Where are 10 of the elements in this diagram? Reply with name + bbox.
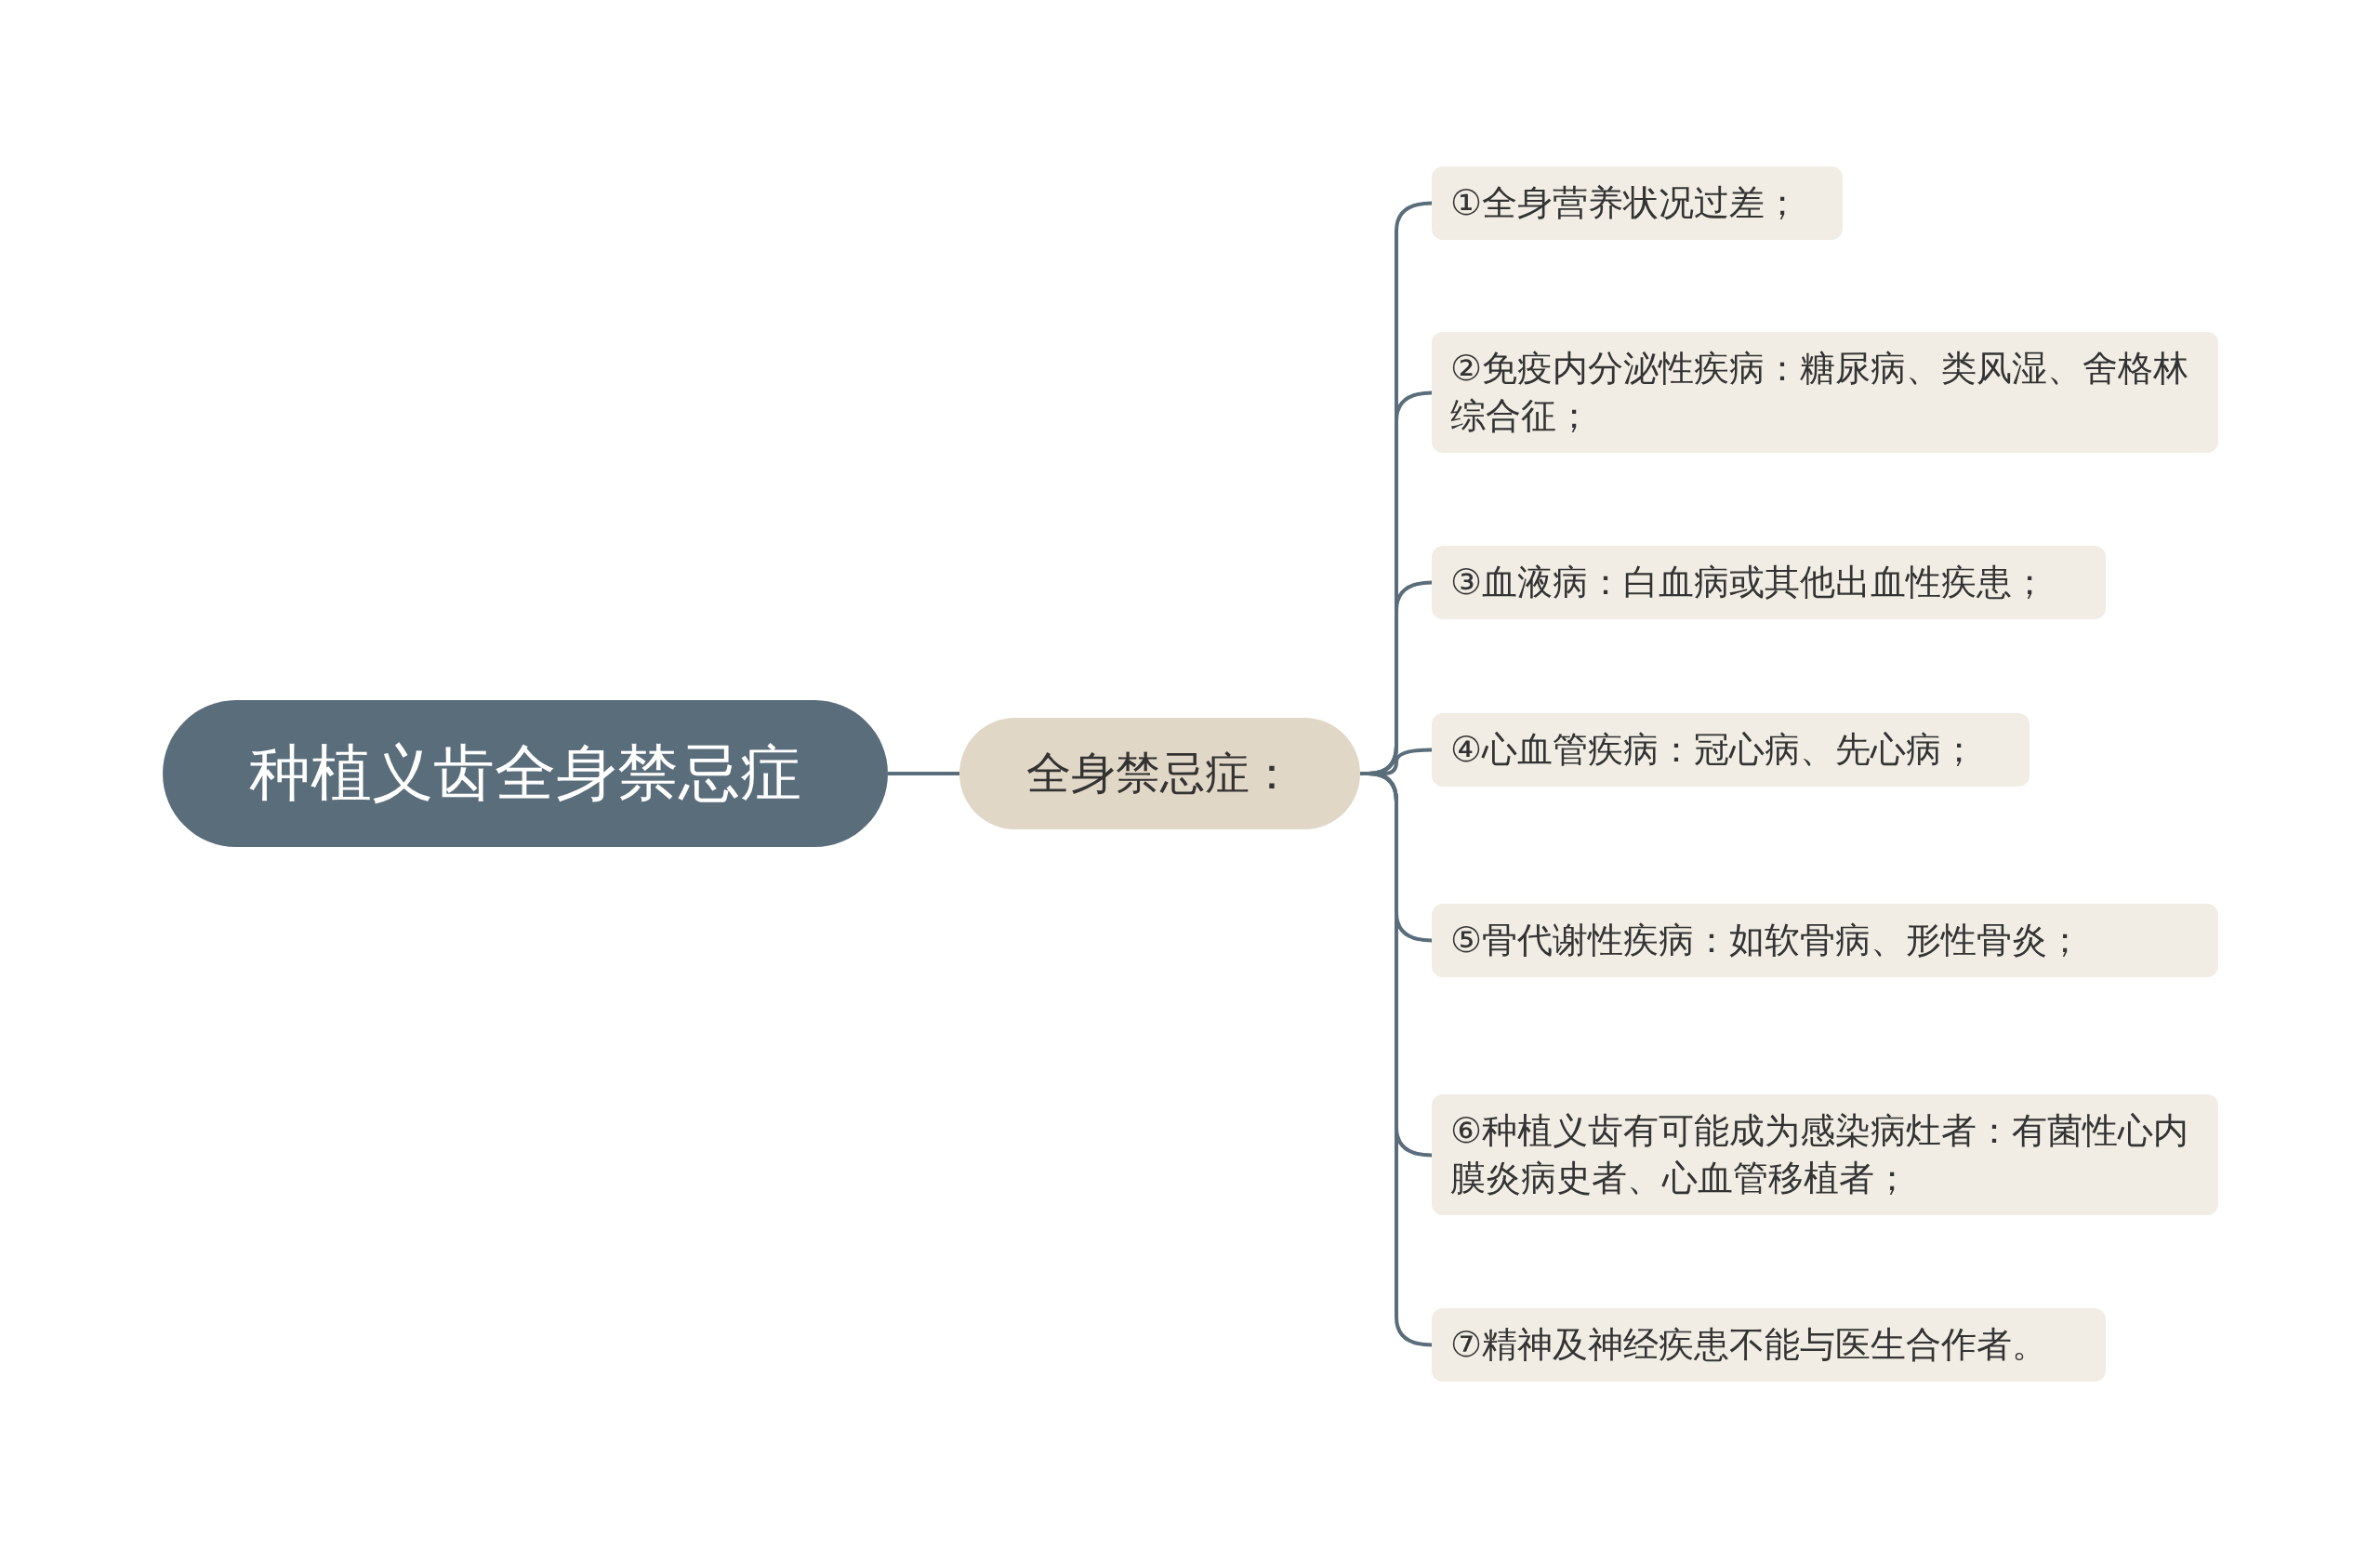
leaf-topic: ⑥种植义齿有可能成为感染病灶者：有菌性心内膜炎病史者、心血管移植者； [1432,1093,2218,1216]
leaf-topic: ⑤骨代谢性疾病：如软骨病、形性骨炎； [1432,903,2218,977]
leaf-topic: ⑦精神及神经疾患不能与医生合作者。 [1432,1307,2106,1382]
root-topic: 种植义齿全身禁忌症 [163,700,888,847]
leaf-topic: ①全身营养状况过差； [1432,165,1843,240]
leaf-topic: ②免疫内分泌性疾病：糖尿病、类风湿、舍格林综合征； [1432,331,2218,454]
leaf-topic: ④心血管疾病：冠心病、先心病； [1432,712,2030,787]
branch-topic: 全身禁忌症： [959,718,1360,829]
leaf-topic: ③血液病：白血病或其他出血性疾患； [1432,545,2106,619]
connector-line [888,772,959,775]
